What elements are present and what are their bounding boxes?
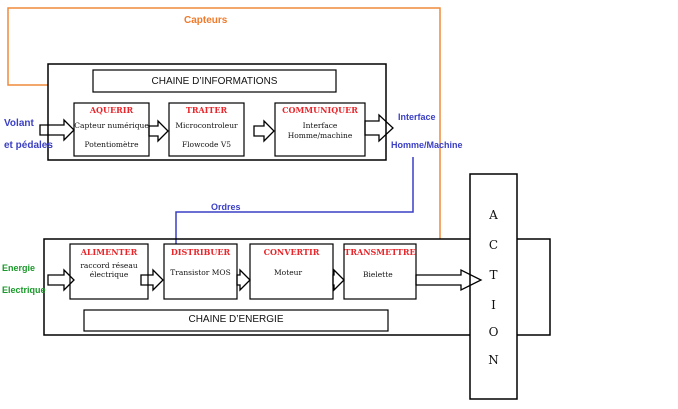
action-letter-n: N	[488, 353, 499, 367]
action-letter-c: C	[488, 238, 499, 252]
ordres-label: Ordres	[211, 202, 241, 212]
alimenter-function: ALIMENTER	[80, 247, 138, 257]
chaine-energie-title: CHAINE D’ENERGIE	[188, 314, 284, 325]
ordres-line	[175, 157, 414, 244]
communiquer-function: COMMUNIQUER	[282, 105, 358, 115]
capteurs-feedback-line	[7, 7, 441, 239]
alimenter-line-2: électrique	[89, 270, 129, 279]
alimenter-box	[69, 243, 149, 300]
chaine-informations-frame	[47, 63, 387, 161]
arrow-aquerir-traiter	[148, 119, 169, 143]
convertir-function: CONVERTIR	[263, 247, 320, 257]
action-letter-i: I	[491, 298, 496, 312]
action-box	[469, 173, 518, 400]
arrow-input-volant	[39, 118, 75, 142]
transmettre-line-1: Bielette	[363, 270, 393, 279]
aquerir-function: AQUERIR	[89, 105, 134, 115]
chaine-energie-frame	[43, 238, 551, 336]
arrow-traiter-communiquer	[253, 119, 275, 143]
arrow-communiquer-out	[364, 113, 394, 143]
energie-label: Energie	[2, 263, 36, 273]
traiter-line-1: Microcontroleur	[175, 121, 238, 130]
volant-label: Volant	[4, 118, 34, 129]
chaine-energie-title-box	[83, 309, 389, 332]
traiter-function: TRAITER	[185, 105, 228, 115]
electrique-label: Electrique	[2, 285, 46, 295]
alimenter-line-1: raccord réseau	[80, 261, 138, 270]
chaine-informations-title-box	[92, 69, 337, 93]
capteurs-label: Capteurs	[184, 15, 228, 26]
transmettre-function: TRANSMETTRE	[344, 247, 416, 257]
distribuer-function: DISTRIBUER	[170, 247, 231, 257]
arrow-input-energie	[47, 268, 75, 292]
aquerir-line-1: Capteur numérique	[74, 121, 149, 130]
action-letter-a: A	[489, 208, 498, 222]
distribuer-box	[163, 243, 238, 300]
traiter-box	[168, 102, 245, 157]
arrow-alimenter-distribuer	[140, 268, 164, 292]
aquerir-line-2: Potentiomètre	[84, 140, 139, 149]
arrow-distribuer-convertir	[236, 268, 251, 292]
interface-label: Interface	[398, 112, 436, 122]
convertir-box	[249, 243, 334, 300]
communiquer-line-1: Interface	[302, 121, 338, 130]
convertir-line-1: Moteur	[274, 268, 303, 277]
communiquer-line-2: Homme/machine	[287, 131, 353, 140]
traiter-line-2: Flowcode V5	[181, 140, 232, 149]
distribuer-line-1: Transistor MOS	[170, 268, 231, 277]
action-letter-t: T	[489, 268, 498, 282]
chaine-informations-title: CHAINE D’INFORMATIONS	[151, 76, 278, 87]
arrow-transmettre-action	[415, 268, 483, 292]
transmettre-box	[343, 243, 417, 300]
pedales-label: et pédales	[4, 140, 53, 151]
action-letter-o: O	[488, 325, 499, 339]
homme-machine-label: Homme/Machine	[391, 140, 463, 150]
arrow-convertir-transmettre	[332, 268, 345, 292]
